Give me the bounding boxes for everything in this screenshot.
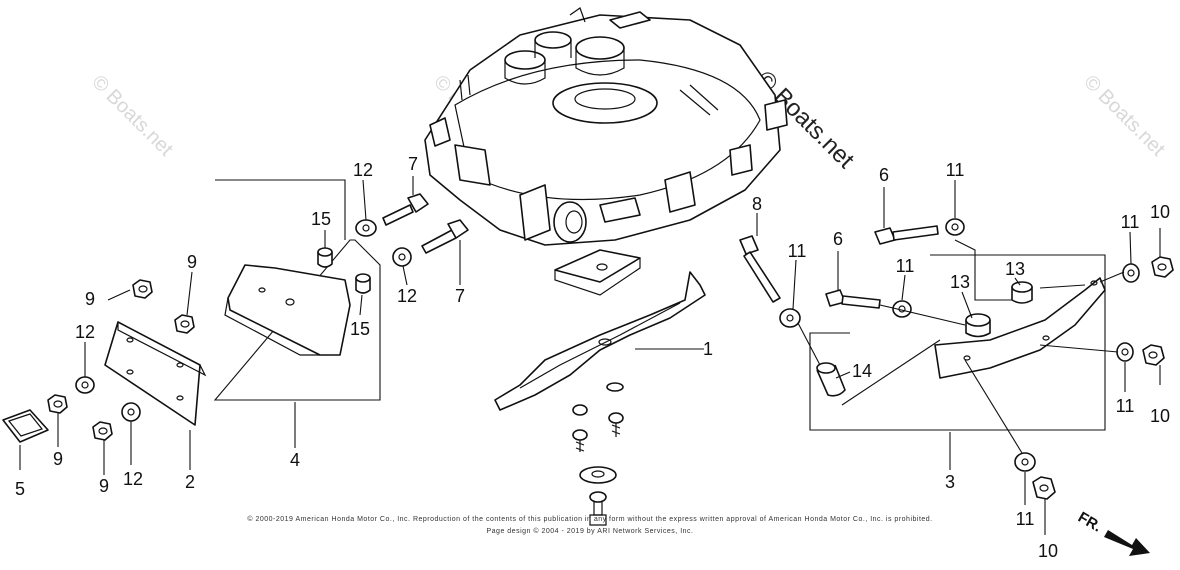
nut-9-c <box>47 394 68 414</box>
group-frame-3 <box>809 254 1106 431</box>
callout-15-b: 15 <box>350 319 370 339</box>
bolt-7-b <box>421 219 469 254</box>
callout-13-a: 13 <box>1005 259 1025 279</box>
washer-12-a <box>75 376 95 394</box>
mower-blade <box>494 271 706 411</box>
callout-11-b: 11 <box>788 241 807 261</box>
blade-adapter-plate <box>554 249 641 296</box>
callout-9-a: 9 <box>85 289 95 309</box>
bolt-6-b <box>825 289 881 309</box>
callout-12-b: 12 <box>123 469 143 489</box>
callout-14: 14 <box>852 361 872 381</box>
callout-10-b: 10 <box>1150 406 1170 426</box>
callout-7-b: 7 <box>455 286 465 306</box>
callout-6-b: 6 <box>833 229 843 249</box>
nut-9-d <box>92 421 113 441</box>
callout-numbers: 1 2 3 4 5 6 6 7 7 8 9 9 9 9 10 10 10 11 … <box>15 154 1170 561</box>
callout-3: 3 <box>945 472 955 492</box>
bolt-8 <box>739 235 781 303</box>
callout-9-c: 9 <box>53 449 63 469</box>
callout-12-a: 12 <box>75 322 95 342</box>
leader-lines <box>19 176 1161 535</box>
callout-11-a: 11 <box>946 160 965 180</box>
callout-8: 8 <box>752 194 762 214</box>
callout-13-b: 13 <box>950 272 970 292</box>
nut-10-c <box>1032 476 1056 500</box>
washer-11-f <box>1014 452 1036 472</box>
collar-15-a <box>317 247 333 268</box>
front-direction-arrow: FR. <box>1075 509 1150 556</box>
copyright-line-1: © 2000-2019 American Honda Motor Co., In… <box>247 515 932 523</box>
watermark-right: © Boats.net <box>1079 71 1169 161</box>
callout-11-e: 11 <box>1116 396 1135 416</box>
callout-6-a: 6 <box>879 165 889 185</box>
washer-12-c <box>355 219 377 237</box>
nut-9-b <box>174 314 195 334</box>
callout-7-a: 7 <box>408 154 418 174</box>
collar-13-b <box>965 313 991 338</box>
callout-9-b: 9 <box>187 252 197 272</box>
label-part-5 <box>2 409 49 443</box>
callout-9-d: 9 <box>99 476 109 496</box>
copyright-line-2: Page design © 2004 - 2019 by ARI Network… <box>487 527 694 535</box>
callout-1: 1 <box>703 339 713 359</box>
callout-10-c: 10 <box>1038 541 1058 561</box>
callout-12-c: 12 <box>353 160 373 180</box>
callout-10-a: 10 <box>1150 202 1170 222</box>
washer-11-b <box>779 308 801 328</box>
arrow-icon <box>1104 530 1150 556</box>
cover-part-4 <box>224 264 351 356</box>
group-frame-4 <box>213 179 381 401</box>
collar-14 <box>816 362 846 397</box>
callout-4: 4 <box>290 450 300 470</box>
callout-11-d: 11 <box>1121 212 1140 232</box>
callout-12-d: 12 <box>397 286 417 306</box>
washer-12-d <box>392 247 412 267</box>
callout-11-f: 11 <box>1016 509 1035 529</box>
bolt-7-a <box>382 193 429 226</box>
nut-10-b <box>1142 344 1165 366</box>
callout-15-a: 15 <box>311 209 331 229</box>
front-label: FR. <box>1075 509 1104 536</box>
nut-9-a <box>132 279 153 299</box>
blade-bolts <box>572 382 624 526</box>
bolt-6-a <box>874 225 939 245</box>
washer-11-c <box>892 300 912 318</box>
washer-11-a <box>945 218 965 236</box>
collar-15-b <box>355 273 371 294</box>
washer-12-b <box>121 402 141 422</box>
guide-bar-part-3 <box>934 277 1106 379</box>
watermark-left: © Boats.net <box>87 71 177 161</box>
callout-11-c: 11 <box>896 256 915 276</box>
guard-plate-part-2 <box>104 321 207 426</box>
callout-2: 2 <box>185 472 195 492</box>
collar-13-a <box>1011 281 1033 304</box>
washer-11-d <box>1122 263 1140 283</box>
callout-5: 5 <box>15 479 25 499</box>
mower-deck-housing <box>424 7 788 246</box>
washer-11-e <box>1116 342 1134 362</box>
nut-10-a <box>1151 256 1174 278</box>
